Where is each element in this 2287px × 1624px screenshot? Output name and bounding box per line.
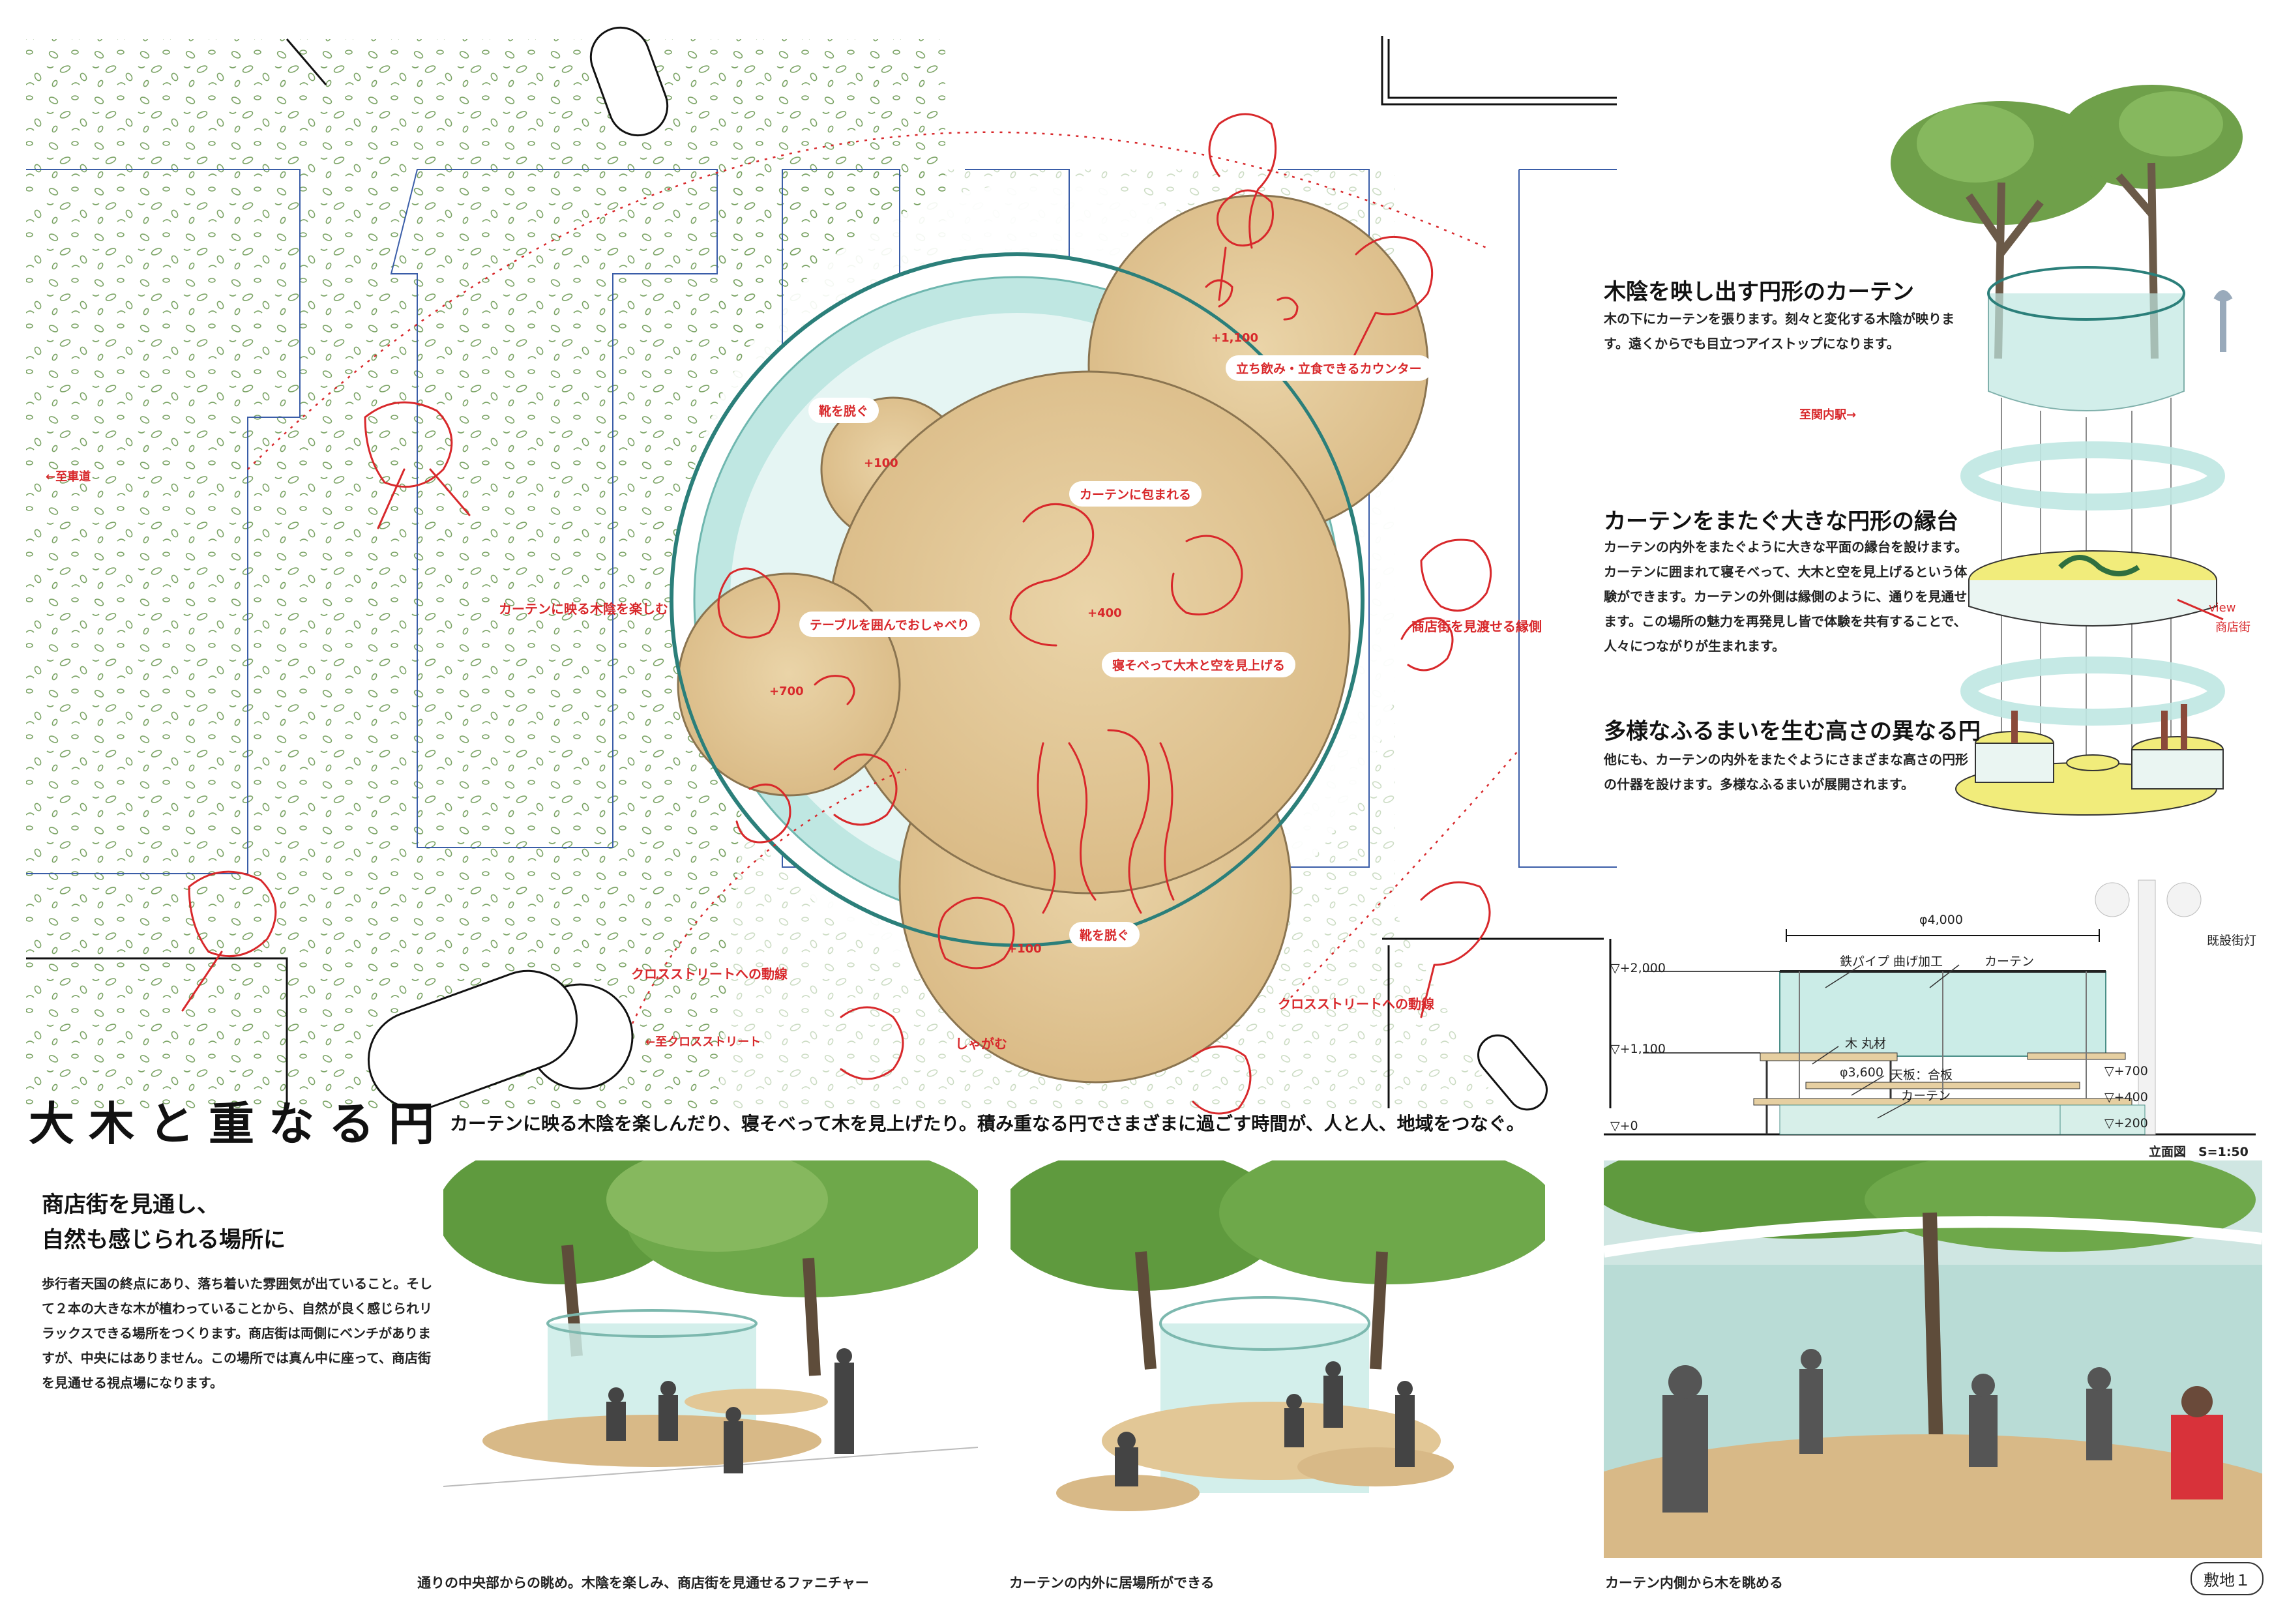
plan-pill-standing-counter: 立ち飲み・立食できるカウンター (1226, 355, 1432, 381)
render-inside-outside (1011, 1160, 1545, 1558)
render-caption-2: カーテンの内外に居場所ができる (1009, 1575, 1215, 1591)
height-label-400: +400 (1087, 606, 1122, 620)
height-label-100b: +100 (1007, 942, 1042, 956)
plan-pill-lie-down-look-up: 寝そべって大木と空を見上げる (1102, 652, 1296, 677)
elevation-pipe-label: 鉄パイプ 曲げ加工 (1840, 954, 1943, 969)
elevation-lamp-label: 既設街灯 (2207, 934, 2257, 948)
annotation-cross-right: クロスストリートへの動線 (1278, 996, 1434, 1012)
elevation-caption: 立面図 S=1:50 (2149, 1145, 2249, 1159)
intro-heading-line-1: 商店街を見通し、 (42, 1192, 219, 1218)
page-subtitle: カーテンに映る木陰を楽しんだり、寝そべって木を見上げたり。積み重なる円でさまざま… (450, 1113, 1525, 1134)
height-label-700: +700 (769, 685, 804, 698)
concept-text-1: 木の下にカーテンを張ります。刻々と変化する木陰が映ります。遠くからでも目立つアイ… (1604, 311, 1955, 351)
elevation-drawing (1604, 879, 2256, 1136)
render-caption-3: カーテン内側から木を眺める (1605, 1575, 1783, 1591)
tree-icon (1891, 101, 2112, 359)
annotation-squat: しゃがむ (955, 1036, 1007, 1052)
plan-pill-table-chat: テーブルを囲んでおしゃべり (799, 612, 980, 637)
site-badge: 敷地１ (2191, 1562, 2264, 1595)
elevation-curtain-label-2: カーテン (1901, 1089, 1951, 1103)
elevation-phi-top: φ4,000 (1919, 913, 1963, 927)
height-label-100a: +100 (864, 456, 898, 470)
elevation-level-1100: ▽+1,100 (1610, 1042, 1666, 1056)
plan-pill-shoes-off-1: 靴を脱ぐ (808, 398, 879, 423)
render-street-view (443, 1160, 978, 1558)
elevation-level-700: ▽+700 (2104, 1064, 2148, 1078)
diagram-label-shotengai: 商店街 (2215, 621, 2250, 634)
concept-diagram (1891, 85, 2243, 816)
page-title: 大木と重なる円 (29, 1097, 449, 1151)
intro-heading-line-2: 自然も感じられる場所に (42, 1227, 286, 1253)
diagram-label-view: view (2209, 601, 2236, 615)
height-label-1100: +1,100 (1211, 331, 1259, 345)
plan-pill-wrapped-in-curtain: カーテンに包まれる (1069, 481, 1202, 507)
annotation-curtain-shade: カーテンに映る木陰を楽しむ (499, 601, 668, 617)
render-caption-1: 通りの中央部からの眺め。木陰を楽しみ、商店街を見通せるファニチャー (417, 1575, 869, 1591)
render-inner-view (1604, 1160, 2262, 1558)
plan-pill-shoes-off-2: 靴を脱ぐ (1069, 922, 1140, 947)
annotation-cross-left: クロスストリートへの動線 (631, 966, 788, 982)
intro-text: 歩行者天国の終点にあり、落ち着いた雰囲気が出ていること。そして２本の大きな木が植… (42, 1276, 433, 1391)
elevation-phi-bottom: φ3,600 (1840, 1065, 1883, 1080)
annotation-to-cross: ←至クロスストリート (645, 1035, 761, 1049)
concept-heading-3: 多様なふるまいを生む高さの異なる円 (1604, 718, 1981, 745)
elevation-plywood-label: 天板：合板 (1891, 1068, 1953, 1082)
elevation-level-2000: ▽+2,000 (1610, 961, 1666, 975)
elevation-curtain-label: カーテン (1985, 954, 2035, 969)
site-plan (26, 26, 1617, 1115)
elevation-wood-label: 木 丸材 (1845, 1037, 1887, 1051)
concept-heading-2: カーテンをまたぐ大きな円形の縁台 (1604, 509, 1958, 535)
elevation-level-200: ▽+200 (2104, 1116, 2148, 1130)
elevation-level-0: ▽+0 (1610, 1119, 1638, 1133)
concept-text-3: 他にも、カーテンの内外をまたぐようにさまざまな高さの円形の什器を設けます。多様な… (1604, 752, 1968, 792)
concept-text-2: カーテンの内外をまたぐように大きな平面の縁台を設けます。カーテンに囲まれて寝そべ… (1604, 539, 1968, 654)
concept-heading-1: 木陰を映し出す円形のカーテン (1604, 279, 1914, 305)
annotation-to-road: ←至車道 (46, 470, 91, 484)
annotation-engawa: 商店街を見渡せる縁側 (1411, 619, 1542, 634)
elevation-level-400: ▽+400 (2104, 1090, 2148, 1104)
annotation-to-kannai: 至関内駅→ (1799, 408, 1857, 422)
